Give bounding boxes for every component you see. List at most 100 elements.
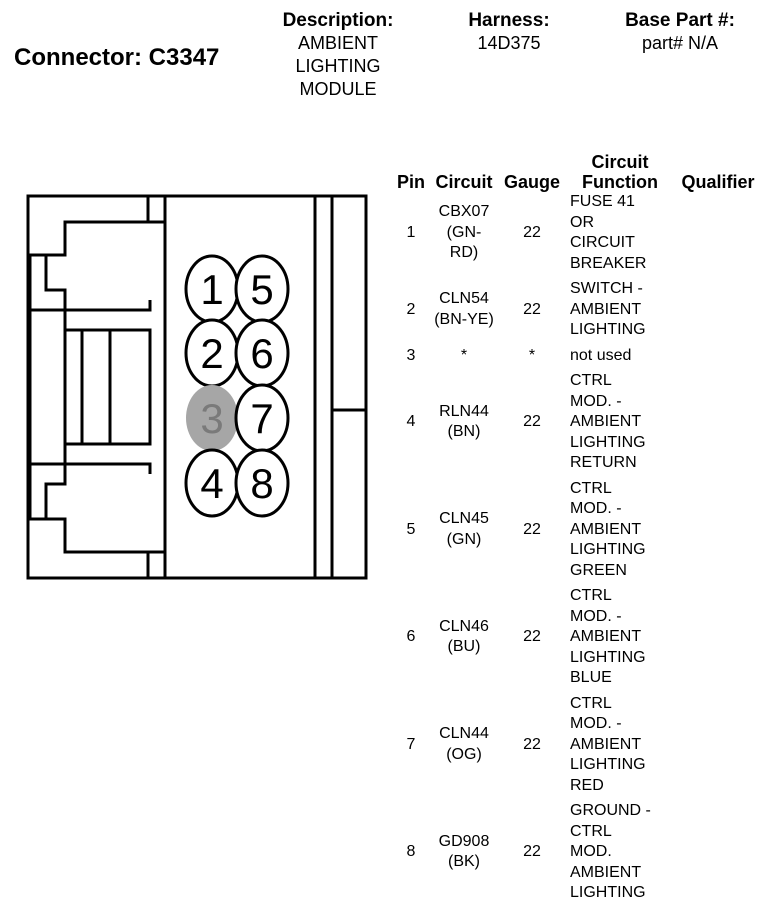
circuit-cell: CLN54 (BN-YE) (428, 279, 500, 346)
header-function-line: Function (582, 172, 658, 192)
qualifier-cell (674, 371, 762, 479)
qualifier-cell (674, 279, 762, 346)
circuit-line: (BN) (447, 423, 481, 441)
pin-label: 5 (250, 266, 273, 313)
right-latch (313, 194, 368, 580)
table-row: 3**not used (394, 346, 762, 372)
pin-number-cell: 6 (406, 628, 416, 645)
header-pin: Pin (396, 172, 425, 192)
gauge-cell: 22 (523, 735, 541, 753)
pinout-table: Pin Circuit Gauge Circuit Function Quali… (394, 152, 762, 909)
qualifier-cell (674, 479, 762, 587)
qualifier-cell (674, 694, 762, 802)
function-line: BLUE (570, 669, 612, 686)
function-line: GROUND - (570, 802, 651, 819)
pin-cavity-outline (234, 448, 290, 518)
function-line: OR (570, 213, 594, 231)
unused-pin-cavity (186, 385, 238, 451)
circuit-cell: CBX07(GN-RD) (428, 192, 500, 279)
table-header-row: Pin Circuit Gauge Circuit Function Quali… (394, 152, 762, 192)
function-line: LIGHTING (570, 648, 646, 666)
left-profile-top-inner (148, 194, 167, 224)
circuit-line: CBX07 (438, 203, 490, 221)
circuit-function-cell: not used (564, 346, 674, 372)
header-qualifier: Qualifier (681, 172, 755, 192)
description-label: Description: (282, 10, 394, 31)
pin-number-cell: 1 (406, 223, 416, 241)
function-line: MOD. - (570, 392, 622, 410)
gauge-cell: 22 (523, 843, 541, 860)
circuit-cell: CLN45(GN) (428, 479, 500, 587)
circuit-line: (BU) (447, 638, 481, 656)
pin-label: 7 (250, 395, 273, 442)
pin-label: 6 (250, 330, 273, 377)
pin-number-cell: 2 (406, 300, 416, 318)
function-line: LIGHTING (570, 321, 646, 338)
pin-label: 3 (200, 395, 223, 442)
circuit-line: (BN-YE) (434, 310, 494, 328)
function-line: LIGHTING (570, 884, 646, 901)
header-gauge: Gauge (503, 172, 560, 192)
gauge-cell: 22 (523, 413, 541, 430)
circuit-cell: CLN46(BU) (428, 586, 500, 694)
function-line: CTRL (570, 822, 612, 840)
function-line: AMBIENT (570, 628, 642, 645)
pin-cavity: 3 (186, 385, 238, 451)
pin-cavity: 2 (184, 318, 240, 388)
function-line: LIGHTING (570, 541, 646, 558)
qualifier-cell (674, 346, 762, 372)
function-line: CTRL (570, 372, 612, 389)
pin-cavity: 8 (234, 448, 290, 518)
header-circuit-function: Circuit Function (564, 152, 674, 192)
pin-number-cell: 4 (406, 413, 416, 430)
function-line: SWITCH - (570, 280, 643, 297)
function-line: FUSE 41 (570, 193, 635, 210)
gauge-cell: 22 (523, 223, 541, 241)
pin-label: 1 (200, 266, 223, 313)
lock-tab (63, 328, 152, 446)
left-profile-top (28, 194, 150, 310)
function-line: CIRCUIT (570, 234, 635, 251)
circuit-line: CLN45 (439, 510, 489, 528)
pin-label: 4 (200, 460, 223, 507)
pin-cavity: 1 (184, 254, 240, 324)
header-function-line: Circuit (591, 152, 649, 172)
left-profile-bottom-inner (148, 550, 167, 580)
pin-number-cell: 7 (406, 735, 416, 753)
pin-cavity: 6 (234, 318, 290, 388)
gauge-cell: 22 (523, 300, 541, 318)
circuit-line: (BK) (448, 853, 480, 871)
pin-label: 2 (200, 330, 223, 377)
left-step-bottom (44, 462, 152, 519)
function-line: AMBIENT (570, 413, 642, 430)
circuit-function-cell: SWITCH - AMBIENT LIGHTING (564, 279, 674, 346)
header-circuit: Circuit (435, 172, 493, 192)
function-line: AMBIENT (570, 300, 642, 318)
circuit-line: RLN44 (439, 402, 489, 420)
function-line: GREEN (570, 561, 627, 579)
connector-face-diagram: 1 2 3 4 5 6 7 8 (26, 194, 368, 580)
description-line: LIGHTING (295, 56, 381, 76)
gauge-cell: 22 (523, 628, 541, 645)
gauge-cell: * (528, 346, 536, 364)
function-line: LIGHTING (570, 433, 646, 451)
pin-cavity: 7 (234, 383, 290, 453)
circuit-line: CLN54 (439, 290, 489, 308)
harness-block: Harness: 14D375 (440, 10, 578, 55)
description-value: AMBIENT LIGHTING MODULE (264, 32, 412, 101)
table-row: 2 CLN54 (BN-YE) 22 SWITCH - AMBIENT LIGHTING (394, 279, 762, 346)
pin-number-cell: 3 (406, 346, 416, 364)
pin-number-cell: 8 (406, 843, 416, 860)
pin-label: 8 (250, 460, 273, 507)
base-part-block: Base Part #: part# N/A (604, 10, 756, 55)
function-line: not used (570, 346, 632, 364)
